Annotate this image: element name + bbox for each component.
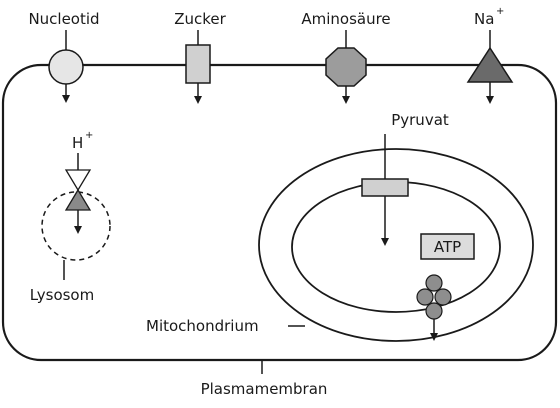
aminosaeure-label: Aminosäure <box>301 10 390 28</box>
atp-synthase-stalk <box>425 302 443 320</box>
atp-synthase-head <box>425 274 443 292</box>
lysosom-label: Lysosom <box>30 286 94 304</box>
proton-pump-top <box>64 169 92 192</box>
lysosome-vesicle <box>41 191 111 261</box>
pyruvat-transporter <box>361 178 409 197</box>
zucker-label: Zucker <box>174 10 226 28</box>
zucker-transporter <box>185 44 211 84</box>
h-charge: + <box>85 130 93 141</box>
atp-synthase-left <box>416 288 434 306</box>
pyruvat-label: Pyruvat <box>391 111 449 129</box>
na-charge: + <box>496 6 504 17</box>
atp-label: ATP <box>434 238 461 256</box>
h-label: H <box>72 134 83 152</box>
mitochondrium-label: Mitochondrium <box>146 317 259 335</box>
atp-box <box>420 233 475 260</box>
plasmamembran-label: Plasmamembran <box>201 380 328 398</box>
nucleotid-label: Nucleotid <box>28 10 99 28</box>
nucleotid-transporter <box>48 49 84 85</box>
plasma-membrane <box>1 63 558 362</box>
mitochondrion-outer-membrane <box>258 148 534 342</box>
aminosaeure-transporter <box>325 47 367 87</box>
atp-synthase-right <box>434 288 452 306</box>
na-label: Na <box>474 10 494 28</box>
